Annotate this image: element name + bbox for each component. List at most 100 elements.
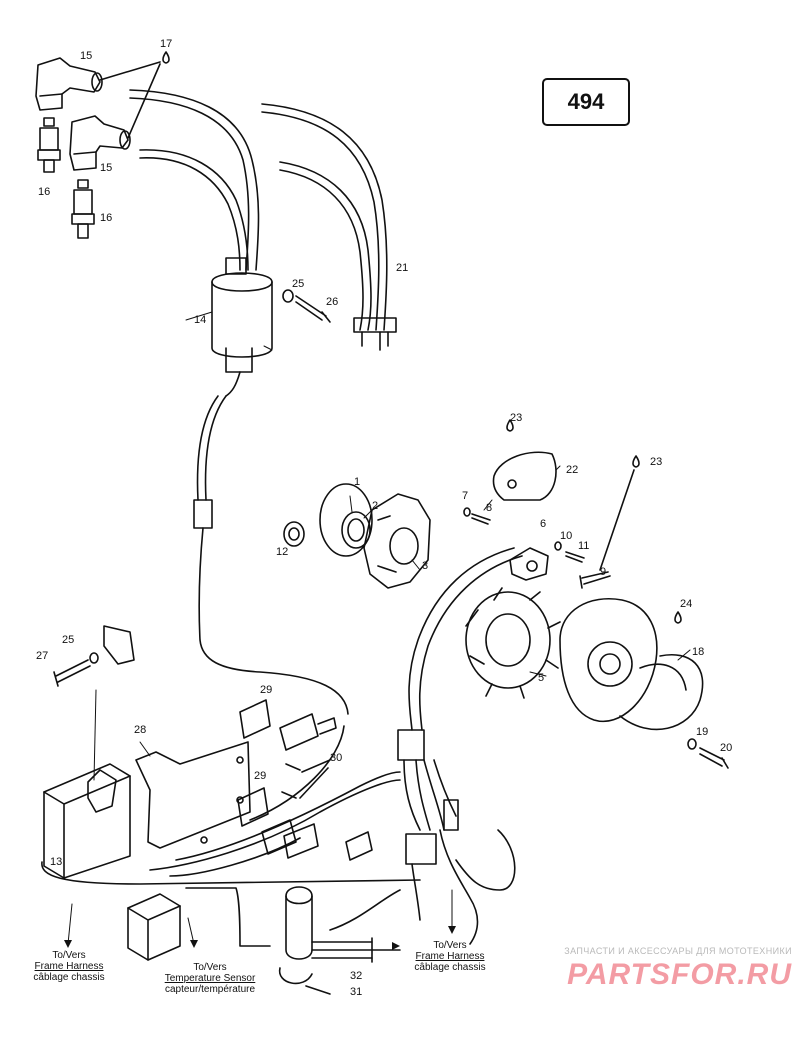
- label-25: 25: [62, 634, 75, 646]
- washer-10: [554, 541, 562, 551]
- label-7: 7: [462, 490, 469, 502]
- spark-plug-upper: [37, 117, 61, 173]
- callout-line-3: câblage chassis: [414, 962, 486, 973]
- connector-29a-plug: [279, 713, 337, 751]
- page-number: 494: [567, 89, 605, 114]
- callout-line-2: Frame Harness: [415, 951, 485, 962]
- cdi-module-13: [43, 763, 131, 879]
- connector-clip-29a: [239, 699, 271, 739]
- wire-clip-21: [353, 317, 397, 351]
- label-11: 11: [578, 540, 590, 552]
- label-14: 14: [194, 314, 207, 326]
- label-13: 13: [50, 856, 63, 868]
- callout-line-3: câblage chassis: [33, 972, 105, 983]
- label-18: 18: [692, 646, 705, 658]
- page-number-box: 494: [542, 78, 630, 126]
- small-connector: [345, 831, 373, 861]
- magneto-housing-3: [363, 493, 431, 589]
- stator-5: [465, 587, 561, 699]
- cable-tie-31: [279, 967, 331, 995]
- label-22: 22: [566, 464, 579, 476]
- label-6: 6: [540, 518, 547, 530]
- connector-29b-plug: [261, 819, 319, 859]
- flywheel-18: [559, 598, 704, 731]
- label-32: 32: [350, 970, 363, 982]
- pin-30: [281, 759, 331, 799]
- label-10: 10: [560, 530, 573, 542]
- label-1: 1: [354, 476, 361, 488]
- watermark-tagline: ЗАПЧАСТИ И АКСЕССУАРЫ ДЛЯ МОТОТЕХНИКИ: [564, 946, 792, 956]
- washer-19: [687, 738, 697, 750]
- callout-line-3: capteur/température: [164, 984, 256, 995]
- callout-line-2: Frame Harness: [34, 961, 104, 972]
- main-harness-loop: [41, 725, 516, 947]
- label-23: 23: [650, 456, 663, 468]
- connector-clip-29b: [237, 787, 269, 827]
- trigger-coil-6: [509, 547, 549, 581]
- callout-line-2: Temperature Sensor: [164, 973, 256, 984]
- screw-7-8: [463, 507, 491, 525]
- cover-22: [492, 451, 557, 501]
- watermark-logo: PARTSFOR.RU: [567, 958, 792, 991]
- label-24: 24: [680, 598, 693, 610]
- label-29: 29: [260, 684, 273, 696]
- label-3: 3: [422, 560, 429, 572]
- label-15: 15: [100, 162, 113, 174]
- label-21: 21: [396, 262, 409, 274]
- washer-25: [282, 289, 294, 303]
- screw-27: [53, 659, 91, 687]
- label-23: 23: [510, 412, 523, 424]
- grease-drop-icon-23b: [599, 455, 640, 571]
- spark-plug-cap-lower: [69, 115, 131, 171]
- coil-lead: [193, 395, 349, 715]
- screw-11: [565, 551, 585, 563]
- ignition-wires: [129, 89, 388, 331]
- spark-plug-cap-upper: [35, 57, 103, 111]
- label-27: 27: [36, 650, 49, 662]
- label-17: 17: [160, 38, 173, 50]
- label-19: 19: [696, 726, 709, 738]
- screw-26: [295, 295, 331, 323]
- callout-line-1: To/Vers: [433, 940, 467, 951]
- label-16: 16: [100, 212, 113, 224]
- label-30: 30: [330, 752, 343, 764]
- bracket-plate-28: [135, 741, 251, 849]
- nut-20: [699, 747, 729, 769]
- callout-frame-harness-left: To/Vers Frame Harness câblage chassis: [24, 950, 114, 983]
- label-28: 28: [134, 724, 147, 736]
- callout-line-1: To/Vers: [193, 962, 227, 973]
- label-2: 2: [372, 500, 379, 512]
- label-29: 29: [254, 770, 267, 782]
- label-25: 25: [292, 278, 305, 290]
- oil-seal-12: [283, 521, 305, 547]
- grease-drop-icon-24: [674, 611, 682, 624]
- screw-9: [579, 571, 611, 589]
- seal-2: [341, 511, 371, 549]
- ignition-coil: [211, 257, 273, 397]
- grease-drop-icon-17: [99, 51, 170, 139]
- spark-plug-lower: [71, 179, 95, 239]
- label-12: 12: [276, 546, 289, 558]
- label-16: 16: [38, 186, 51, 198]
- grease-drop-icon-23a: [506, 419, 514, 432]
- bracket-tab: [103, 625, 135, 665]
- washer-25b: [89, 652, 99, 664]
- watermark: ЗАПЧАСТИ И АКСЕССУАРЫ ДЛЯ МОТОТЕХНИКИ PA…: [492, 946, 792, 992]
- label-5: 5: [538, 672, 545, 684]
- stator-harness: [397, 547, 523, 945]
- label-9: 9: [600, 566, 607, 578]
- callout-line-1: To/Vers: [52, 950, 86, 961]
- relay-box: [127, 893, 181, 961]
- label-8: 8: [486, 502, 493, 514]
- label-15: 15: [80, 50, 93, 62]
- label-26: 26: [326, 296, 339, 308]
- leader-lines: [67, 311, 691, 945]
- arrow-icons: [64, 926, 456, 950]
- callout-frame-harness-right: To/Vers Frame Harness câblage chassis: [398, 940, 502, 973]
- label-31: 31: [350, 986, 363, 998]
- label-20: 20: [720, 742, 733, 754]
- harness-sleeve-32: [285, 886, 401, 963]
- gasket-1: [319, 483, 373, 557]
- callout-temperature-sensor: To/Vers Temperature Sensor capteur/tempé…: [140, 962, 280, 995]
